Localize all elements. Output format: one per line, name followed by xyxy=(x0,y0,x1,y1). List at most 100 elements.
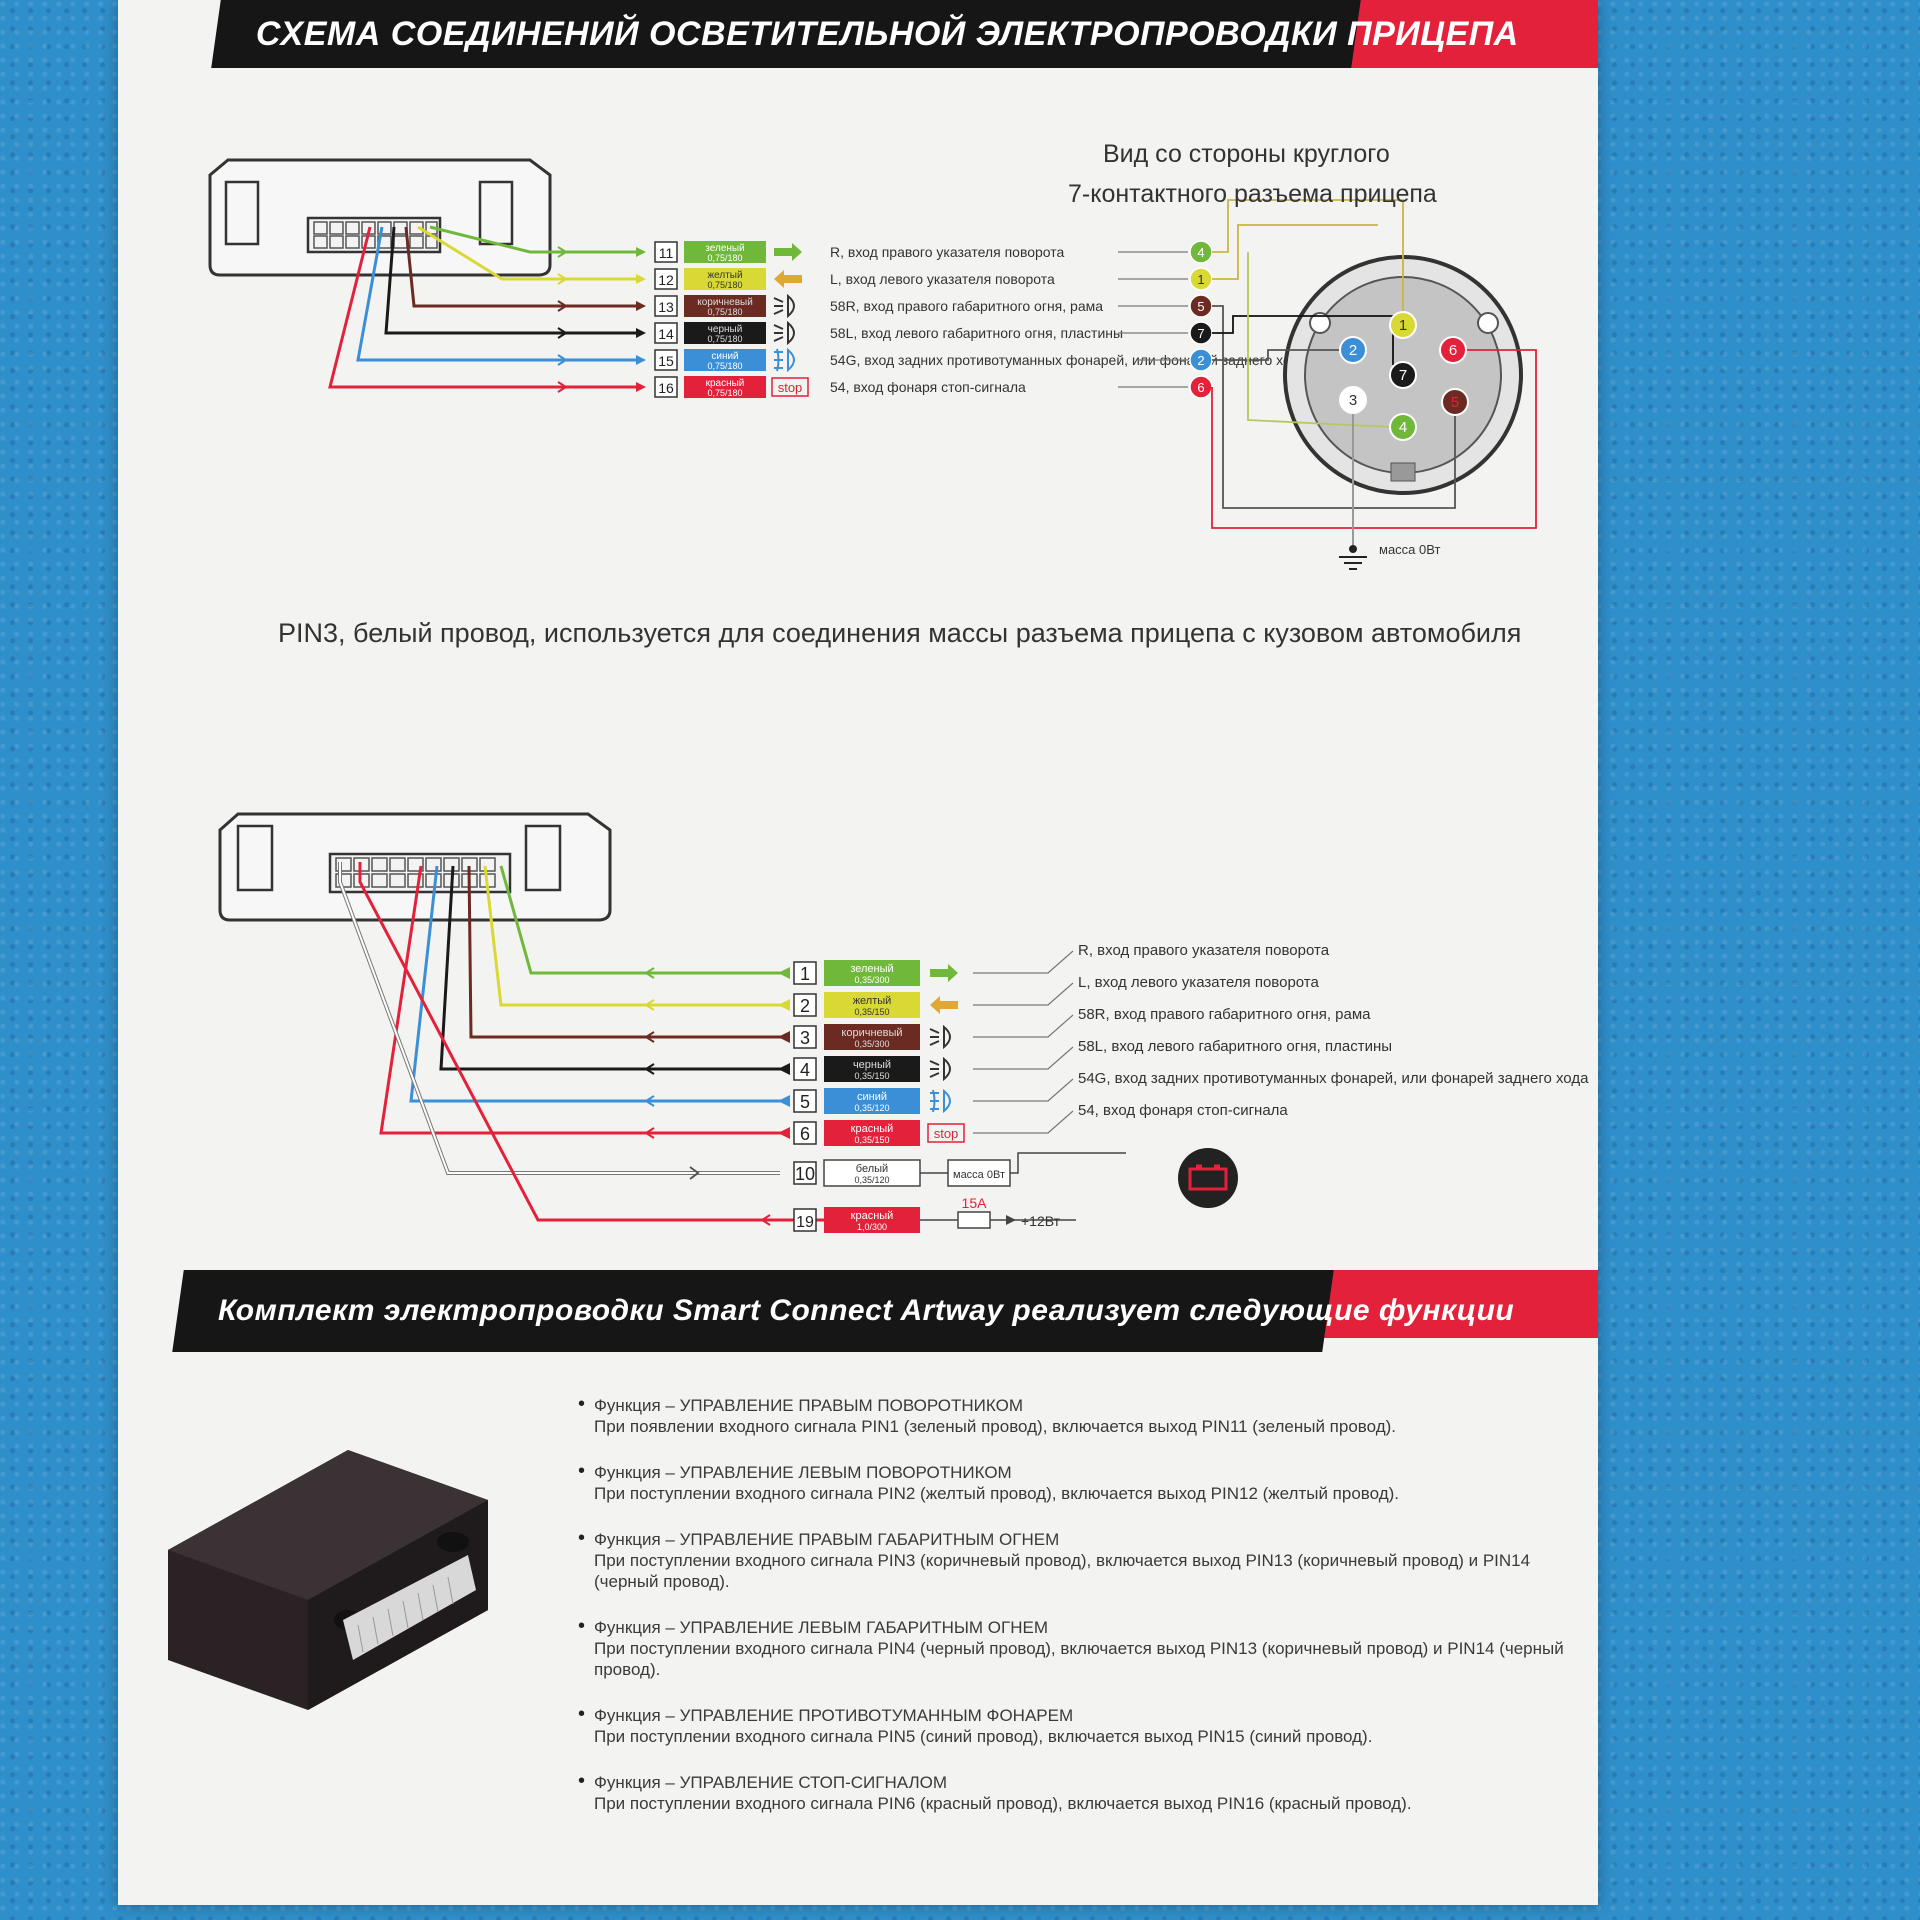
wire-spec: 0,75/180 xyxy=(707,334,742,344)
control-box-bottom xyxy=(218,812,612,922)
instruction-sheet: СХЕМА СОЕДИНЕНИЙ ОСВЕТИТЕЛЬНОЙ ЭЛЕКТРОПР… xyxy=(118,0,1598,1905)
socket-lug xyxy=(1477,312,1499,334)
socket-pin-number: 7 xyxy=(1197,326,1204,341)
arrow-left-icon xyxy=(774,270,802,288)
wire xyxy=(467,865,783,1039)
pin-function-label: R, вход правого указателя поворота xyxy=(830,244,1065,260)
pin-box xyxy=(793,961,817,985)
wire-arrow xyxy=(557,381,568,393)
pin-box xyxy=(654,295,678,317)
side-light-icon xyxy=(929,1024,951,1050)
pin-number: 10 xyxy=(795,1164,815,1184)
leader-line xyxy=(973,1014,1074,1038)
wire-arrowhead xyxy=(636,355,646,365)
wire-arrow xyxy=(557,273,568,285)
wire-spec: 0,35/300 xyxy=(854,1039,889,1049)
socket-pin-number: 4 xyxy=(1399,419,1407,436)
pin-function-label: 58L, вход левого габаритного огня, пласт… xyxy=(1078,1038,1392,1055)
wire xyxy=(356,226,643,362)
function-item: Функция – УПРАВЛЕНИЕ ПРАВЫМ ПОВОРОТНИКОМ… xyxy=(578,1394,1578,1437)
ground-label: масса 0Вт xyxy=(953,1169,1005,1181)
pin-number: 5 xyxy=(800,1092,810,1112)
wire-color-chip xyxy=(684,268,766,290)
function-title: Функция – УПРАВЛЕНИЕ ПРАВЫМ ПОВОРОТНИКОМ xyxy=(594,1396,1023,1415)
wire-arrowhead xyxy=(636,247,646,257)
side-light-icon xyxy=(773,293,795,319)
pin3-note: PIN3, белый провод, используется для сое… xyxy=(278,618,1522,648)
wire-arrowhead xyxy=(778,1031,790,1043)
wire-color-name: черный xyxy=(708,324,743,335)
pin-function-label: 54, вход фонаря стоп-сигнала xyxy=(1078,1102,1288,1119)
wire-color-chip xyxy=(684,295,766,317)
socket-pin-number: 1 xyxy=(1197,272,1204,287)
socket-pin xyxy=(1439,336,1467,364)
wire-spec: 0,75/180 xyxy=(707,253,742,263)
ground-lead xyxy=(1010,1152,1126,1174)
wire-color-chip xyxy=(824,1056,920,1082)
stop-label: stop xyxy=(778,380,803,395)
socket-pin-number: 7 xyxy=(1399,367,1407,384)
wire-arrow xyxy=(557,354,568,366)
leader-line xyxy=(973,1046,1074,1070)
wire xyxy=(409,865,783,1103)
wire-arrowhead xyxy=(778,1127,790,1139)
wire xyxy=(379,865,783,1135)
pin-box xyxy=(793,1161,817,1185)
leader-line xyxy=(973,1078,1074,1102)
pin-number: 3 xyxy=(800,1028,810,1048)
wire-spec: 0,75/180 xyxy=(707,361,742,371)
function-item: Функция – УПРАВЛЕНИЕ ПРАВЫМ ГАБАРИТНЫМ О… xyxy=(578,1528,1578,1592)
socket-pin xyxy=(1441,388,1469,416)
wire-arrow xyxy=(644,967,655,979)
function-item: Функция – УПРАВЛЕНИЕ ЛЕВЫМ ПОВОРОТНИКОМП… xyxy=(578,1461,1578,1504)
wire-color-chip xyxy=(824,1088,920,1114)
wire-color-chip xyxy=(684,241,766,263)
wire-spec: 1,0/300 xyxy=(857,1222,887,1232)
arrow-right-icon xyxy=(774,243,802,261)
pin-function-label: 58R, вход правого габаритного огня, рама xyxy=(830,298,1103,314)
pin-number: 1 xyxy=(800,964,810,984)
wire xyxy=(429,225,643,254)
function-desc: При появлении входного сигнала PIN1 (зел… xyxy=(594,1417,1397,1436)
control-box-top xyxy=(208,158,552,277)
wire-spec: 0,75/180 xyxy=(707,307,742,317)
leader-line xyxy=(973,982,1074,1006)
pin-box xyxy=(654,268,678,290)
wire-spec: 0,35/300 xyxy=(854,975,889,985)
pin-function-label: 58R, вход правого габаритного огня, рама xyxy=(1078,1006,1371,1023)
pin-number: 12 xyxy=(658,272,674,288)
ground-label: масса 0Вт xyxy=(1379,542,1440,557)
function-desc: При поступлении входного сигнала PIN5 (с… xyxy=(594,1727,1373,1746)
pin-number: 15 xyxy=(658,353,674,369)
wire-color-name: красный xyxy=(706,378,745,389)
socket-wire xyxy=(1211,349,1537,529)
socket-pin-number: 4 xyxy=(1197,245,1204,260)
wire xyxy=(328,226,643,389)
wire-arrow xyxy=(644,1031,655,1043)
stop-icon xyxy=(771,377,809,397)
wire-spec: 0,75/180 xyxy=(707,280,742,290)
pin-box xyxy=(793,1208,817,1232)
pin-function-label: L, вход левого указателя поворота xyxy=(1078,974,1320,991)
header-title: СХЕМА СОЕДИНЕНИЙ ОСВЕТИТЕЛЬНОЙ ЭЛЕКТРОПР… xyxy=(256,14,1519,53)
wire-color-name: белый xyxy=(856,1163,888,1175)
pin-box xyxy=(793,1025,817,1049)
top-wire-group xyxy=(328,225,646,393)
wire-arrow xyxy=(644,999,655,1011)
function-title: Функция – УПРАВЛЕНИЕ ПРОТИВОТУМАННЫМ ФОН… xyxy=(594,1706,1074,1725)
socket-wire xyxy=(1212,349,1341,361)
side-light-icon xyxy=(773,320,795,346)
wire-arrow xyxy=(689,1166,700,1180)
wire-color-name: зеленый xyxy=(850,963,893,975)
power-arrowhead xyxy=(1006,1215,1016,1225)
wire-color-chip xyxy=(824,992,920,1018)
pin-box xyxy=(793,1057,817,1081)
socket-wire xyxy=(1247,252,1392,428)
wire-color-chip xyxy=(824,1207,920,1233)
module-illustration xyxy=(168,1450,488,1710)
pin-box xyxy=(654,241,678,263)
socket-pin-number: 2 xyxy=(1349,342,1357,359)
pin-function-label: 54, вход фонаря стоп-сигнала xyxy=(830,379,1026,395)
fuse-rating: 15A xyxy=(962,1195,988,1211)
